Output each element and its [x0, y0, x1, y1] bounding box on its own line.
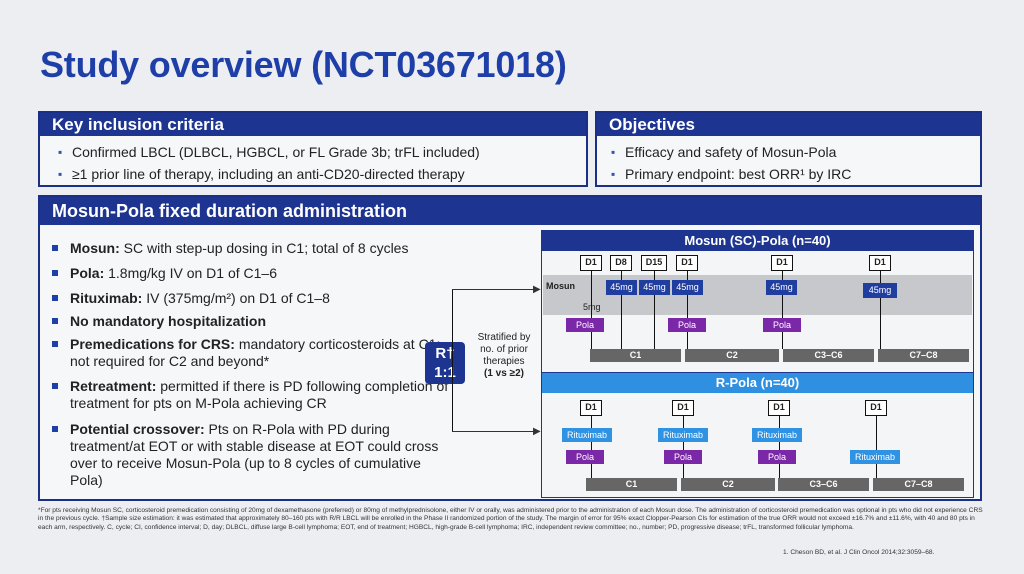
- bullet-icon: [52, 341, 58, 347]
- cycle-bar: C1: [586, 478, 677, 491]
- rituximab-dose: Rituximab: [752, 428, 802, 442]
- rituximab-dose: Rituximab: [658, 428, 708, 442]
- pola-dose: Pola: [758, 450, 796, 464]
- day-marker: D1: [580, 255, 602, 271]
- randomization-connector: [452, 289, 453, 431]
- objective-item: ▪ Primary endpoint: best ORR¹ by IRC: [611, 166, 852, 182]
- bullet-icon: [52, 318, 58, 324]
- arrow-right-icon: [452, 289, 538, 290]
- day-marker: D15: [641, 255, 667, 271]
- arrow-right-icon: [452, 431, 538, 432]
- mosun-pola-arm-header: Mosun (SC)-Pola (n=40): [542, 231, 973, 251]
- bullet-icon: ▪: [58, 145, 63, 159]
- day-marker: D1: [676, 255, 698, 271]
- mosun-row-label: Mosun: [546, 281, 575, 291]
- bullet-icon: [52, 383, 58, 389]
- administration-header: Mosun-Pola fixed duration administration: [40, 197, 980, 225]
- inclusion-item: ▪ Confirmed LBCL (DLBCL, HGBCL, or FL Gr…: [58, 144, 480, 160]
- bullet-icon: [52, 270, 58, 276]
- bullet-icon: ▪: [611, 145, 616, 159]
- cycle-bar: C3–C6: [778, 478, 869, 491]
- pola-dose: Pola: [763, 318, 801, 332]
- objectives-panel: Objectives ▪ Efficacy and safety of Mosu…: [595, 111, 982, 187]
- bullet-icon: [52, 426, 58, 432]
- rituximab-dose: Rituximab: [850, 450, 900, 464]
- mosun-dose: 45mg: [766, 280, 797, 295]
- cycle-bar: C3–C6: [783, 349, 874, 362]
- mosun-dose: 45mg: [606, 280, 637, 295]
- pola-dose: Pola: [566, 450, 604, 464]
- bullet-icon: ▪: [58, 167, 63, 181]
- stratification-note: Stratified by no. of prior therapies (1 …: [477, 332, 531, 379]
- day-marker: D1: [672, 400, 694, 416]
- inclusion-criteria-panel: Key inclusion criteria ▪ Confirmed LBCL …: [38, 111, 588, 187]
- cycle-bar: C7–C8: [873, 478, 964, 491]
- dose-line: [683, 416, 684, 478]
- r-pola-arm-header: R-Pola (n=40): [542, 373, 973, 393]
- day-marker: D1: [580, 400, 602, 416]
- day-marker: D1: [865, 400, 887, 416]
- dose-line: [591, 271, 592, 349]
- cycle-bar: C2: [685, 349, 779, 362]
- day-marker: D8: [610, 255, 632, 271]
- arrow-head-icon: ▶: [533, 426, 541, 437]
- dose-line: [782, 271, 783, 349]
- page-title: Study overview (NCT03671018): [40, 44, 567, 85]
- mosun-dose: 45mg: [863, 283, 897, 298]
- cycle-bar: C7–C8: [878, 349, 969, 362]
- rituximab-dose: Rituximab: [562, 428, 612, 442]
- cycle-bar: C2: [681, 478, 775, 491]
- dose-line: [880, 271, 881, 349]
- randomization-badge: R† 1:1: [425, 342, 465, 384]
- bullet-icon: [52, 295, 58, 301]
- pola-dose: Pola: [566, 318, 604, 332]
- dose-line: [779, 416, 780, 478]
- footnotes: *For pts receiving Mosun SC, corticoster…: [38, 507, 983, 531]
- day-marker: D1: [768, 400, 790, 416]
- dose-line: [591, 416, 592, 478]
- day-marker: D1: [869, 255, 891, 271]
- inclusion-item: ▪ ≥1 prior line of therapy, including an…: [58, 166, 465, 182]
- mosun-dose: 45mg: [672, 280, 703, 295]
- dose-line: [687, 271, 688, 349]
- bullet-icon: ▪: [611, 167, 616, 181]
- bullet-icon: [52, 245, 58, 251]
- dose-line: [654, 271, 655, 349]
- dose-line: [876, 416, 877, 478]
- cycle-bar: C1: [590, 349, 681, 362]
- pola-dose: Pola: [664, 450, 702, 464]
- arrow-head-icon: ▶: [533, 284, 541, 295]
- pola-dose: Pola: [668, 318, 706, 332]
- reference: 1. Cheson BD, et al. J Clin Oncol 2014;3…: [783, 549, 935, 556]
- day-marker: D1: [771, 255, 793, 271]
- dose-line: [621, 271, 622, 349]
- objective-item: ▪ Efficacy and safety of Mosun-Pola: [611, 144, 837, 160]
- mosun-dose: 45mg: [639, 280, 670, 295]
- inclusion-criteria-header: Key inclusion criteria: [40, 113, 586, 136]
- objectives-header: Objectives: [597, 113, 980, 136]
